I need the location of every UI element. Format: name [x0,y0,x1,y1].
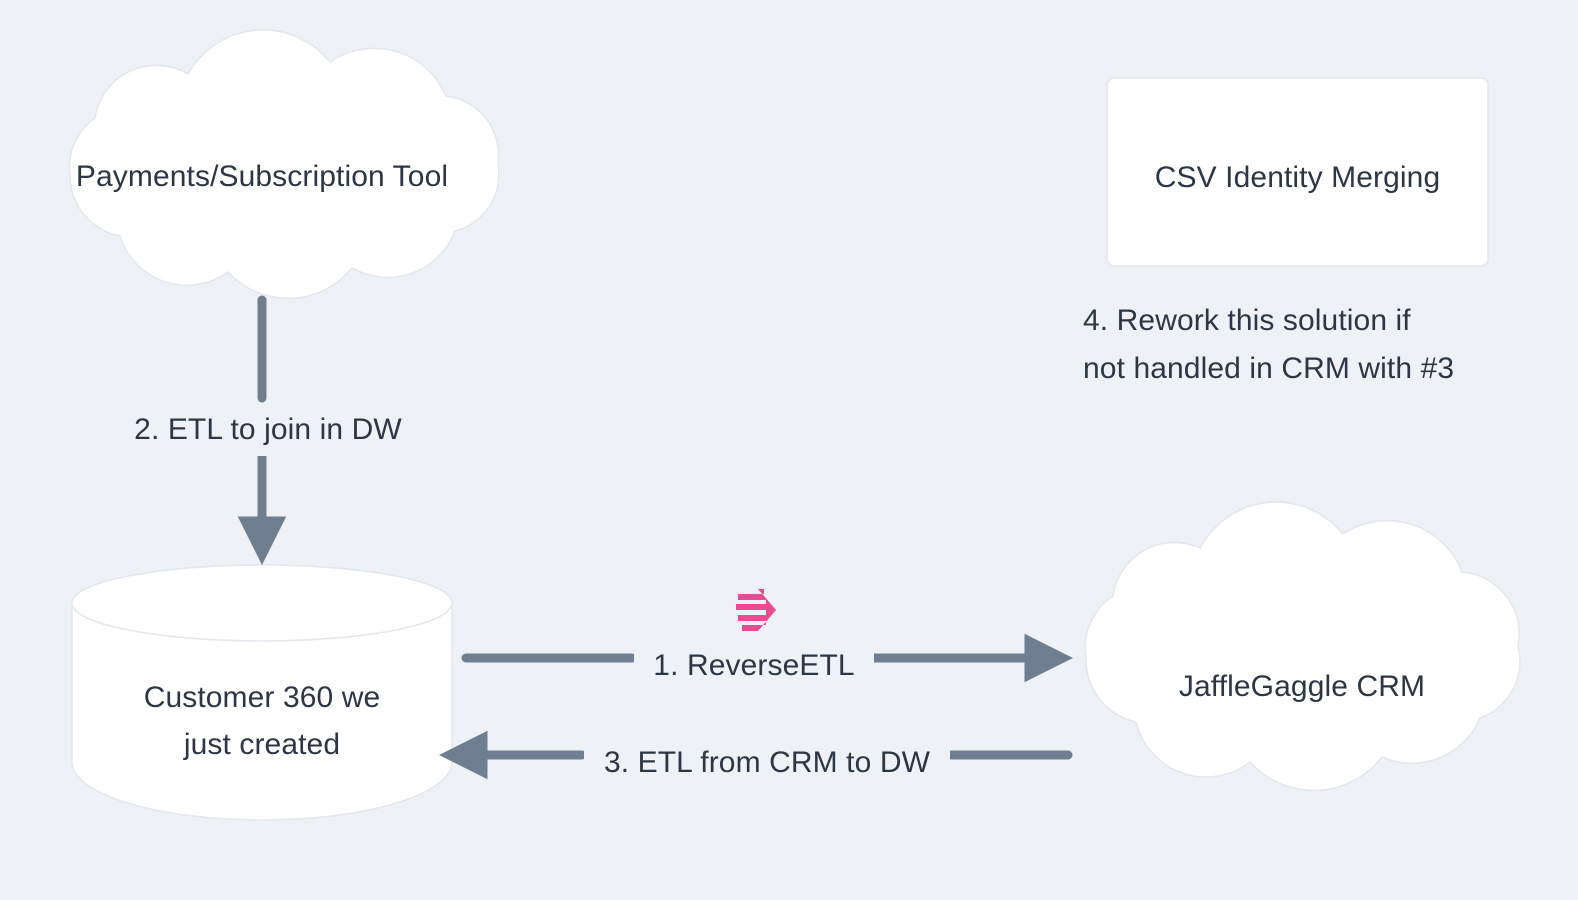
node-warehouse-cylinder[interactable] [71,564,453,821]
edge-reverse-etl-label: 1. ReverseETL [634,640,874,692]
edge-etl-from-crm-label: 3. ETL from CRM to DW [584,737,950,789]
node-payments-cloud[interactable] [68,29,500,300]
node-crm-cloud[interactable] [1084,501,1521,792]
note-rework: 4. Rework this solution if not handled i… [1083,304,1455,385]
node-csv-box[interactable] [1106,77,1489,267]
edge-etl-join-label: 2. ETL to join in DW [112,404,424,456]
